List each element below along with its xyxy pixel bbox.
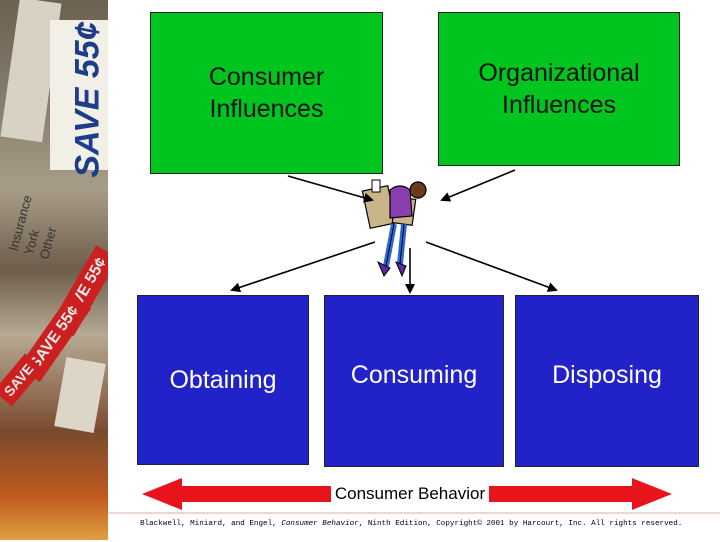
footer-bar xyxy=(108,512,720,542)
arrow-center-to-disposing xyxy=(425,241,558,292)
credit-copyright: , Ninth Edition, Copyright© 2001 by Harc… xyxy=(358,520,683,528)
collage-save-coupon: SAVE 55¢ xyxy=(50,20,108,178)
organizational-influences-box: Organizational Influences xyxy=(438,12,680,166)
consuming-box: Consuming xyxy=(324,295,504,467)
consumer-influences-box: Consumer Influences xyxy=(150,12,383,174)
shopper-figure-icon xyxy=(361,179,427,278)
organizational-influences-label: Organizational Influences xyxy=(478,59,640,119)
arrow-center-to-obtaining xyxy=(230,241,376,293)
collage-save-text: SAVE 55¢ xyxy=(68,21,107,178)
disposing-label: Disposing xyxy=(552,361,662,389)
coupon-collage-image: SAVE 55¢ Insurance York Other SAVE 55¢ S… xyxy=(0,0,108,540)
consumer-behavior-label: Consumer Behavior xyxy=(300,484,520,504)
obtaining-box: Obtaining xyxy=(137,295,309,465)
credit-authors: Blackwell, Miniard, and Engel, xyxy=(140,520,282,528)
collage-paper-strip xyxy=(54,357,106,433)
arrow-organizational-to-center xyxy=(440,169,516,202)
consumer-influences-label: Consumer Influences xyxy=(208,63,325,123)
obtaining-label: Obtaining xyxy=(169,366,277,394)
disposing-box: Disposing xyxy=(515,295,699,467)
consumer-behavior-text: Consumer Behavior xyxy=(330,484,490,503)
copyright-credit: Blackwell, Miniard, and Engel, Consumer … xyxy=(140,520,720,528)
collage-form-text: Insurance York Other xyxy=(5,193,60,261)
credit-book-title: Consumer Behavior xyxy=(281,520,359,528)
consuming-label: Consuming xyxy=(350,361,478,389)
